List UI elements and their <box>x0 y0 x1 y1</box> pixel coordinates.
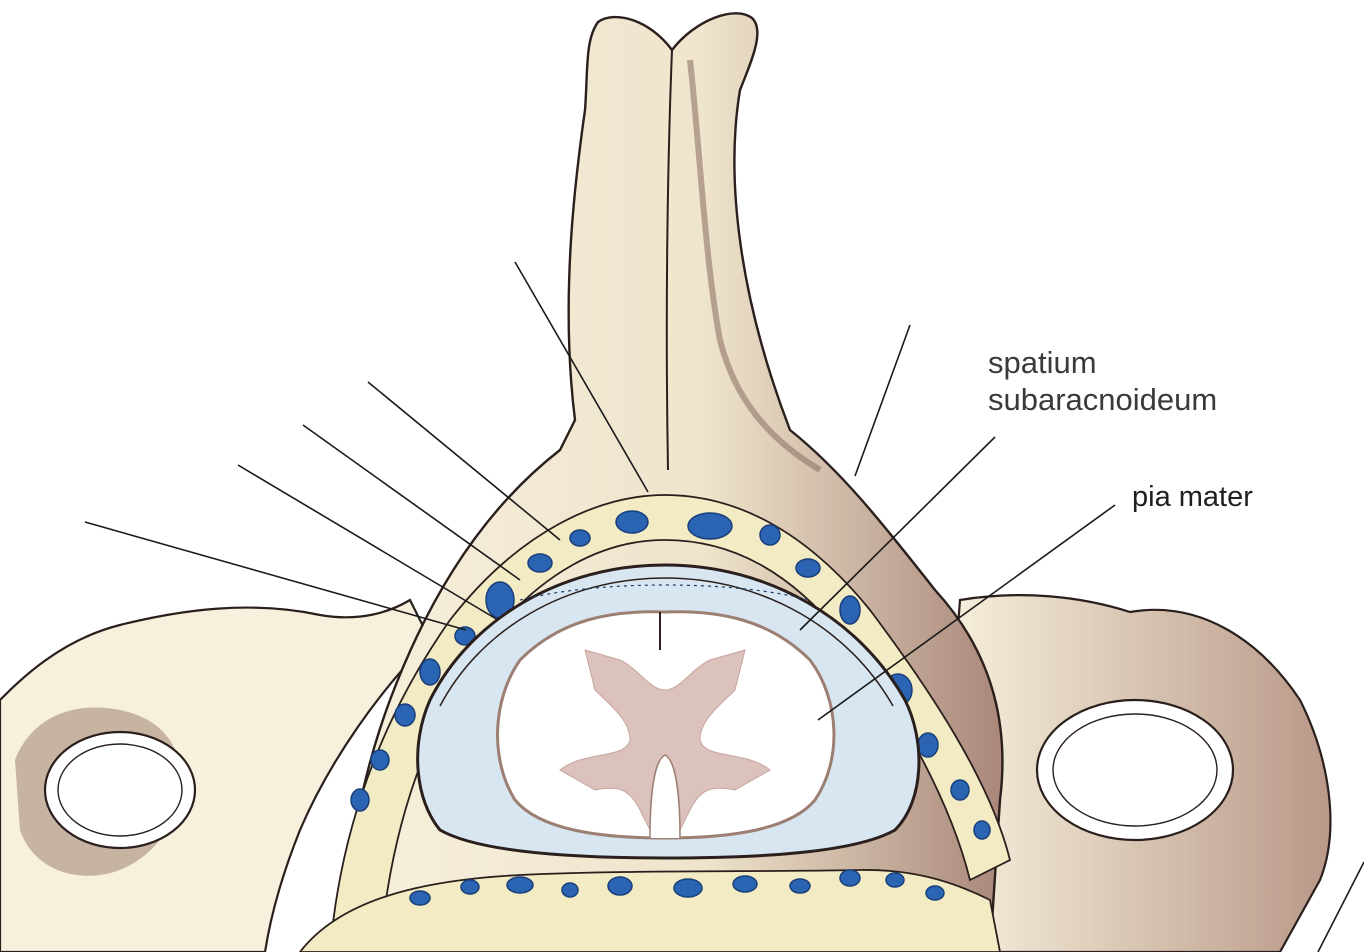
spinal-cord <box>498 612 834 838</box>
label-pia-mater: pia mater <box>1132 480 1253 515</box>
leader-line-7 <box>1318 862 1364 952</box>
label-spatium-line1: spatium <box>988 344 1217 381</box>
leader-line-3 <box>303 425 520 580</box>
right-transverse-process <box>950 595 1330 952</box>
leader-line-4 <box>238 465 498 620</box>
label-spatium-subaracnoideum: spatium subaracnoideum <box>988 344 1217 418</box>
label-spatium-line2: subaracnoideum <box>988 381 1217 418</box>
leader-line-6 <box>855 325 910 476</box>
leader-line-2 <box>368 382 560 540</box>
